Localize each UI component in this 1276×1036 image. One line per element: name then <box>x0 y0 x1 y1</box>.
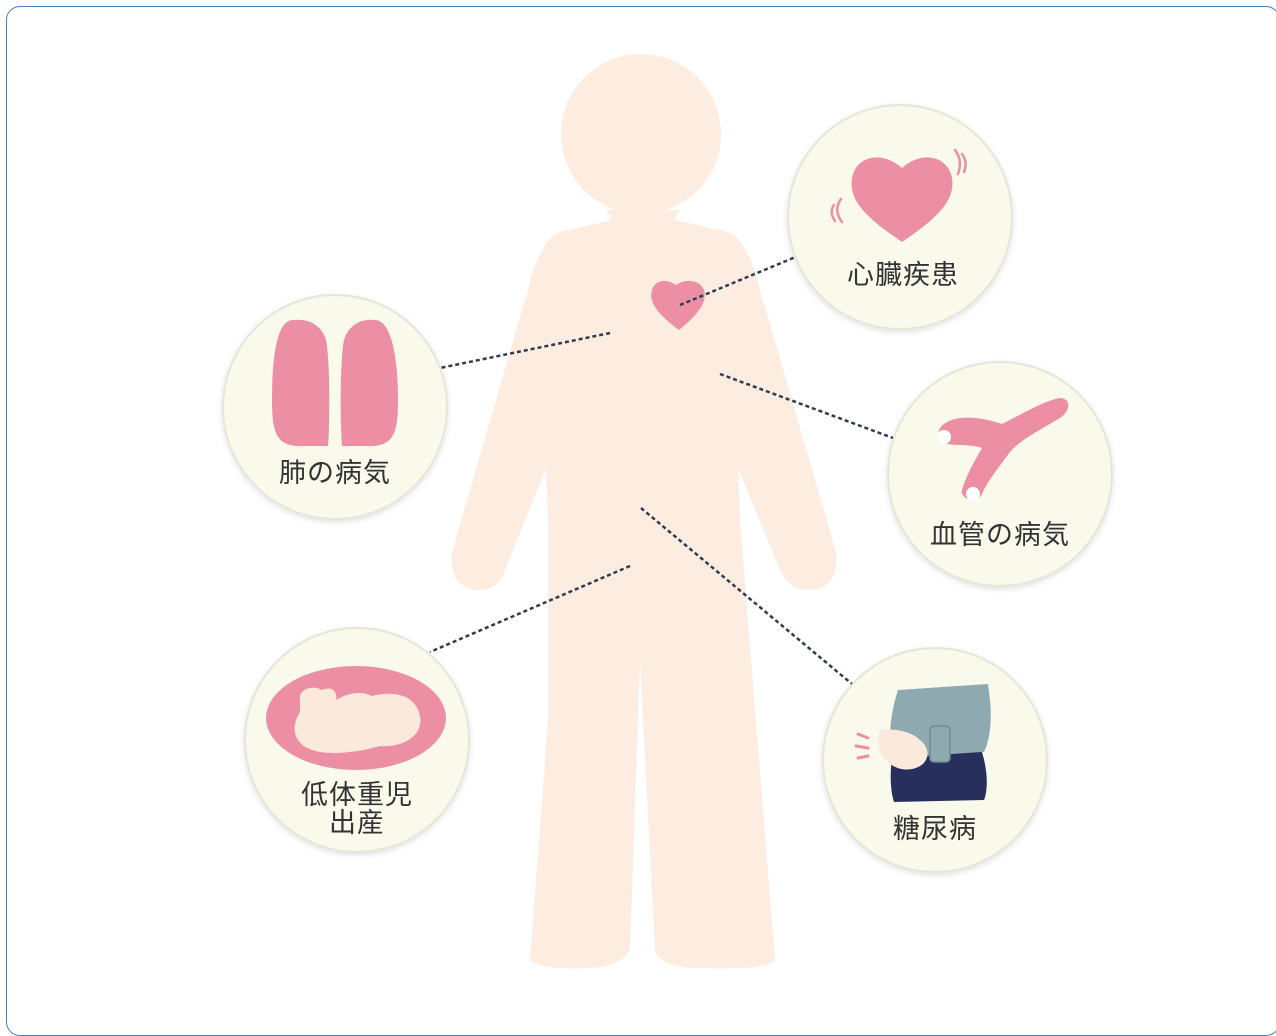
label-low-birth-weight-line1: 低体重児 <box>292 782 422 810</box>
label-low-birth-weight-line2: 出産 <box>292 810 422 838</box>
label-heart-disease: 心臓疾患 <box>838 262 968 290</box>
blood-vessel-circle <box>888 362 1112 586</box>
fetus-icon <box>266 666 446 770</box>
human-silhouette <box>451 54 836 968</box>
heart-disease-circle <box>788 105 1012 329</box>
label-diabetes: 糖尿病 <box>880 816 990 844</box>
label-low-birth-weight: 低体重児 出産 <box>292 782 422 839</box>
label-blood-vessel-disease: 血管の病気 <box>920 522 1080 550</box>
label-lung-disease: 肺の病気 <box>270 460 400 488</box>
